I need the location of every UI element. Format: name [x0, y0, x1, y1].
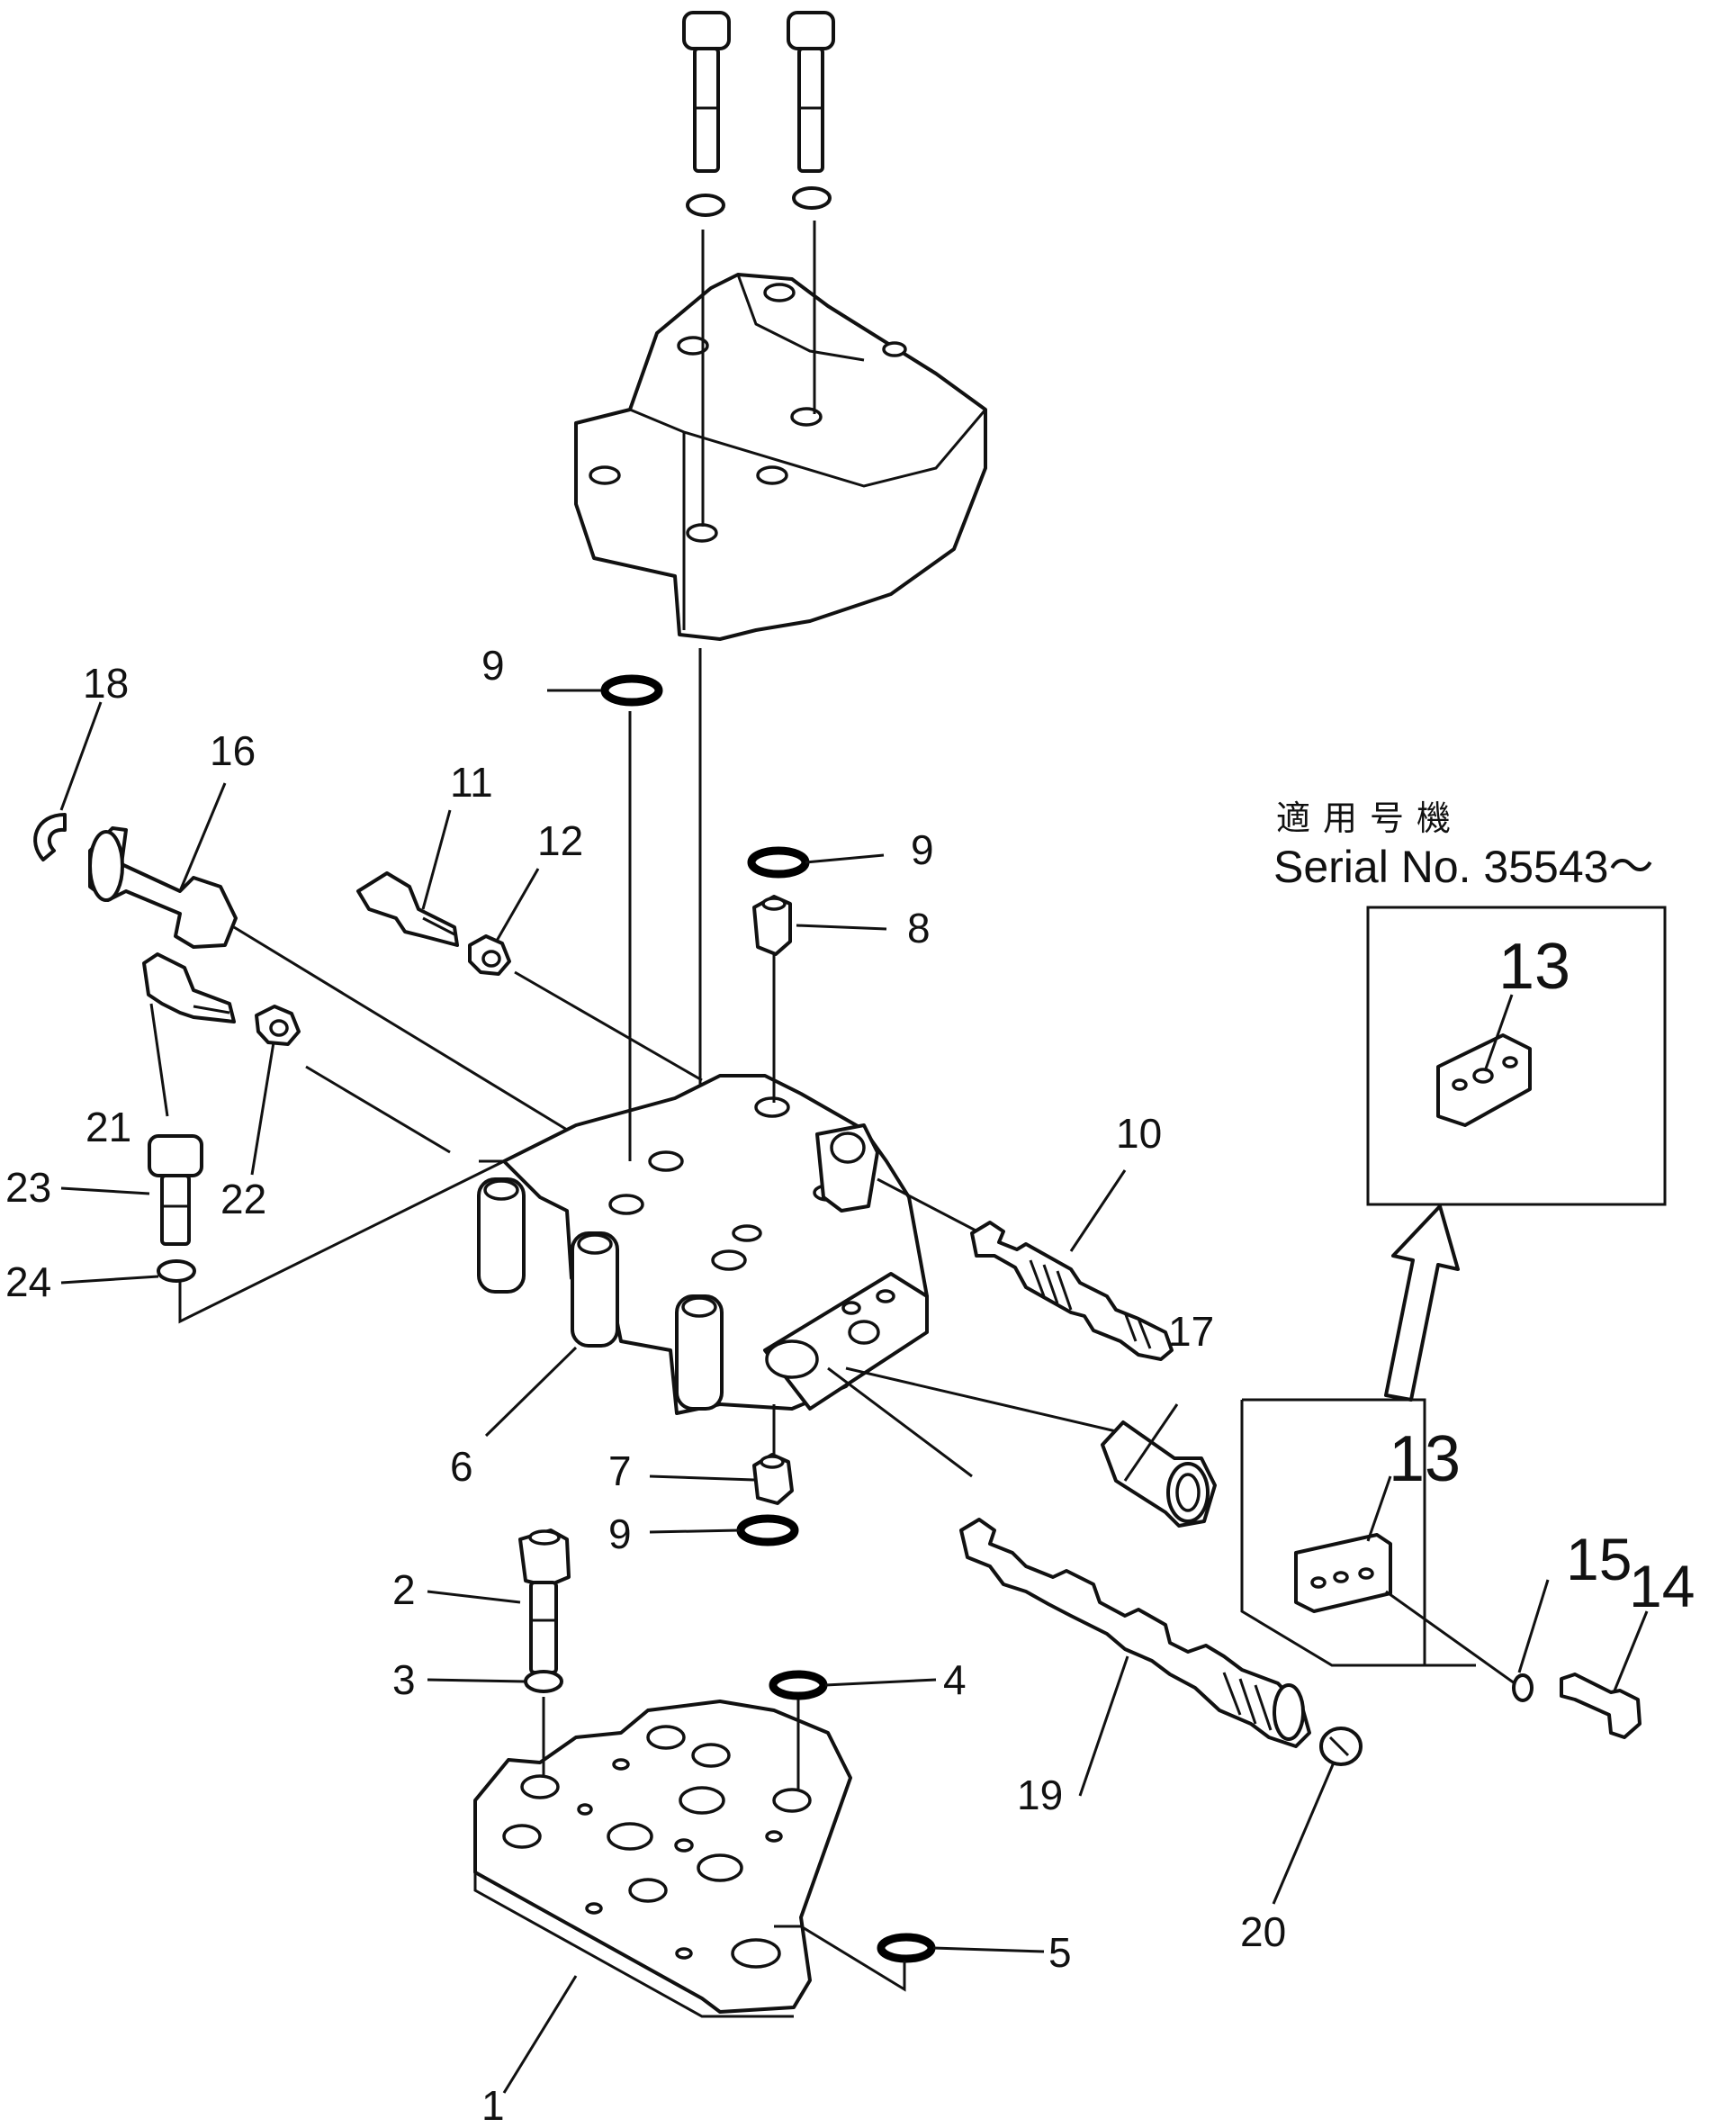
- part-11-stopper: [356, 871, 459, 947]
- upper-inset-box: [1366, 906, 1667, 1206]
- callout-9-lower: 9: [608, 1510, 632, 1557]
- lower-inset-box: [1240, 1398, 1522, 1690]
- callout-11: 11: [450, 759, 493, 806]
- callout-22: 22: [220, 1176, 266, 1222]
- part-10-spool: [970, 1221, 1174, 1361]
- callout-6: 6: [450, 1443, 473, 1490]
- callout-10: 10: [1116, 1110, 1162, 1157]
- callout-18: 18: [83, 660, 129, 707]
- part-2-bolt: [518, 1528, 571, 1674]
- part-8-plug: [752, 895, 792, 956]
- middle-valve-body: [477, 1074, 929, 1415]
- callout-12: 12: [537, 817, 583, 864]
- direction-arrow: [1384, 1204, 1460, 1402]
- part-19-spool: [959, 1518, 1311, 1748]
- part-16-spool: [88, 826, 238, 949]
- callout-1: 1: [481, 2082, 505, 2128]
- part-3-washer: [524, 1670, 563, 1693]
- top-bolt-right: [787, 11, 835, 173]
- top-washer-right: [792, 186, 832, 210]
- lower-inset-label: 13: [1389, 1423, 1461, 1495]
- serial-japanese-label: 適用号機: [1276, 798, 1463, 838]
- part-9-ring-middle: [747, 846, 810, 879]
- part-24-washer: [157, 1259, 196, 1283]
- part-9-ring-upper: [600, 674, 663, 707]
- part-22-nut: [255, 1005, 301, 1046]
- callout-7: 7: [608, 1447, 632, 1494]
- callout-23: 23: [5, 1164, 51, 1211]
- part-21-stopper: [142, 952, 236, 1023]
- part-4-ring: [769, 1670, 828, 1700]
- part-1-plate: [473, 1700, 852, 2018]
- part-15-washer: [1512, 1673, 1534, 1702]
- callout-20: 20: [1240, 1908, 1286, 1955]
- callout-14: 14: [1629, 1553, 1695, 1619]
- serial-number-text: Serial No. 35543～: [1273, 842, 1653, 892]
- part-18-snap-ring: [33, 813, 67, 861]
- part-23-bolt: [148, 1134, 203, 1246]
- callout-19: 19: [1017, 1772, 1063, 1818]
- top-bolt-left: [682, 11, 731, 173]
- part-12-nut: [468, 934, 511, 976]
- part-14-bolt: [1560, 1673, 1642, 1739]
- callout-24: 24: [5, 1258, 51, 1305]
- callout-5: 5: [1048, 1929, 1072, 1976]
- callout-17: 17: [1168, 1308, 1214, 1355]
- callout-9-middle: 9: [911, 826, 934, 873]
- callout-2: 2: [392, 1566, 416, 1613]
- part-5-ring: [877, 1933, 936, 1963]
- callout-8: 8: [907, 905, 931, 951]
- part-9-ring-lower: [736, 1514, 799, 1546]
- callout-3: 3: [392, 1656, 416, 1703]
- callout-15: 15: [1566, 1526, 1632, 1592]
- part-20-plug: [1319, 1727, 1363, 1766]
- top-washer-left: [686, 194, 725, 217]
- callout-16: 16: [210, 727, 256, 774]
- upper-inset-label: 13: [1498, 931, 1570, 1003]
- part-17-sleeve: [1101, 1420, 1217, 1528]
- callout-9-upper: 9: [481, 642, 505, 689]
- part-7-plug: [752, 1453, 794, 1505]
- upper-valve-body: [574, 273, 987, 641]
- callout-4: 4: [943, 1656, 967, 1703]
- callout-21: 21: [85, 1104, 131, 1150]
